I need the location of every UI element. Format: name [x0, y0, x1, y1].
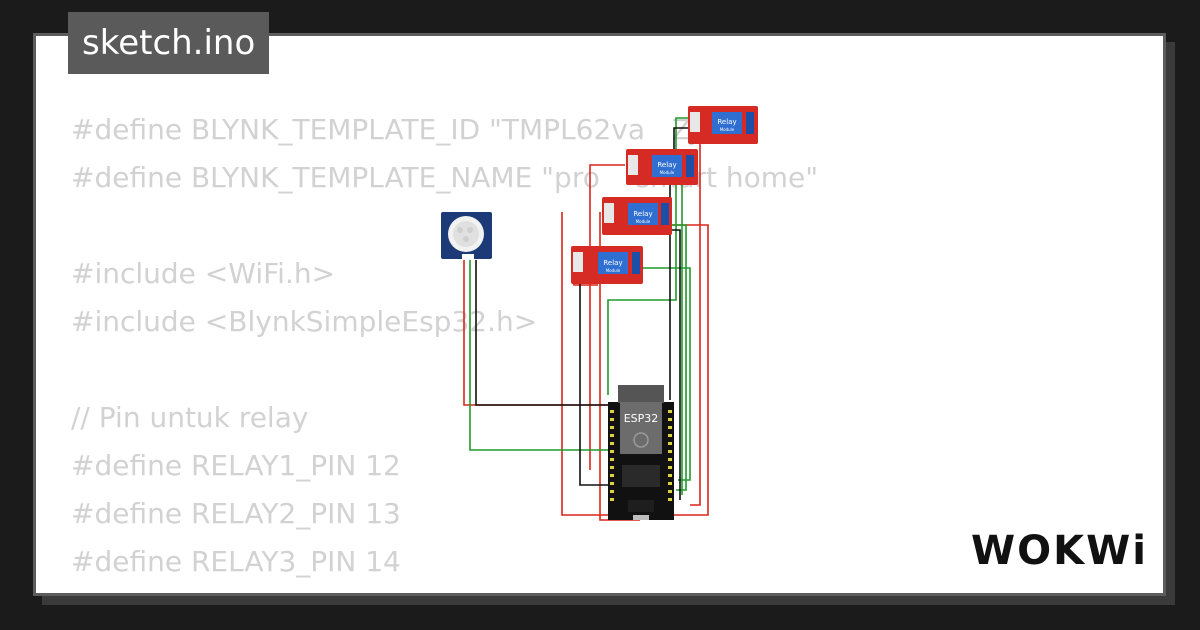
pir-sensor[interactable]	[441, 212, 492, 259]
code-line: #include <WiFi.h>	[71, 257, 336, 290]
relay-module-2[interactable]: Relay Module	[626, 149, 698, 185]
esp32-board[interactable]: ESP32	[608, 385, 674, 520]
board-label: ESP32	[624, 412, 659, 425]
code-editor: #define BLYNK_TEMPLATE_ID "TMPL62va ZJ"#…	[71, 106, 818, 593]
code-line: // Pin untuk relay	[71, 401, 309, 434]
relay-sublabel: Module	[636, 219, 651, 224]
wire-green	[469, 260, 612, 451]
relay-module-4[interactable]: Relay Module	[571, 246, 643, 284]
relay-label: Relay	[633, 210, 652, 218]
relay-sublabel: Module	[606, 268, 621, 273]
code-line: #define RELAY1_PIN 12	[71, 449, 401, 482]
wokwi-logo: WOKWi	[971, 528, 1148, 574]
wire-green	[607, 117, 690, 395]
wire-black	[673, 127, 690, 150]
relay-module-3[interactable]: Relay Module	[602, 197, 672, 235]
relay-module-1[interactable]: Relay Module	[688, 106, 758, 144]
relay-sublabel: Module	[720, 127, 735, 132]
relay-sublabel: Module	[660, 170, 675, 175]
file-tab[interactable]: sketch.ino	[68, 12, 270, 74]
relay-label: Relay	[657, 161, 676, 169]
code-line: #define RELAY2_PIN 13	[71, 497, 401, 530]
code-line: #define RELAY3_PIN 14	[71, 545, 401, 578]
wire-black	[475, 260, 612, 406]
wire-red	[589, 164, 625, 470]
code-line: #include <BlynkSimpleEsp32.h>	[71, 305, 538, 338]
relay-label: Relay	[717, 118, 736, 126]
relay-label: Relay	[603, 259, 622, 267]
wire-red	[561, 212, 709, 516]
